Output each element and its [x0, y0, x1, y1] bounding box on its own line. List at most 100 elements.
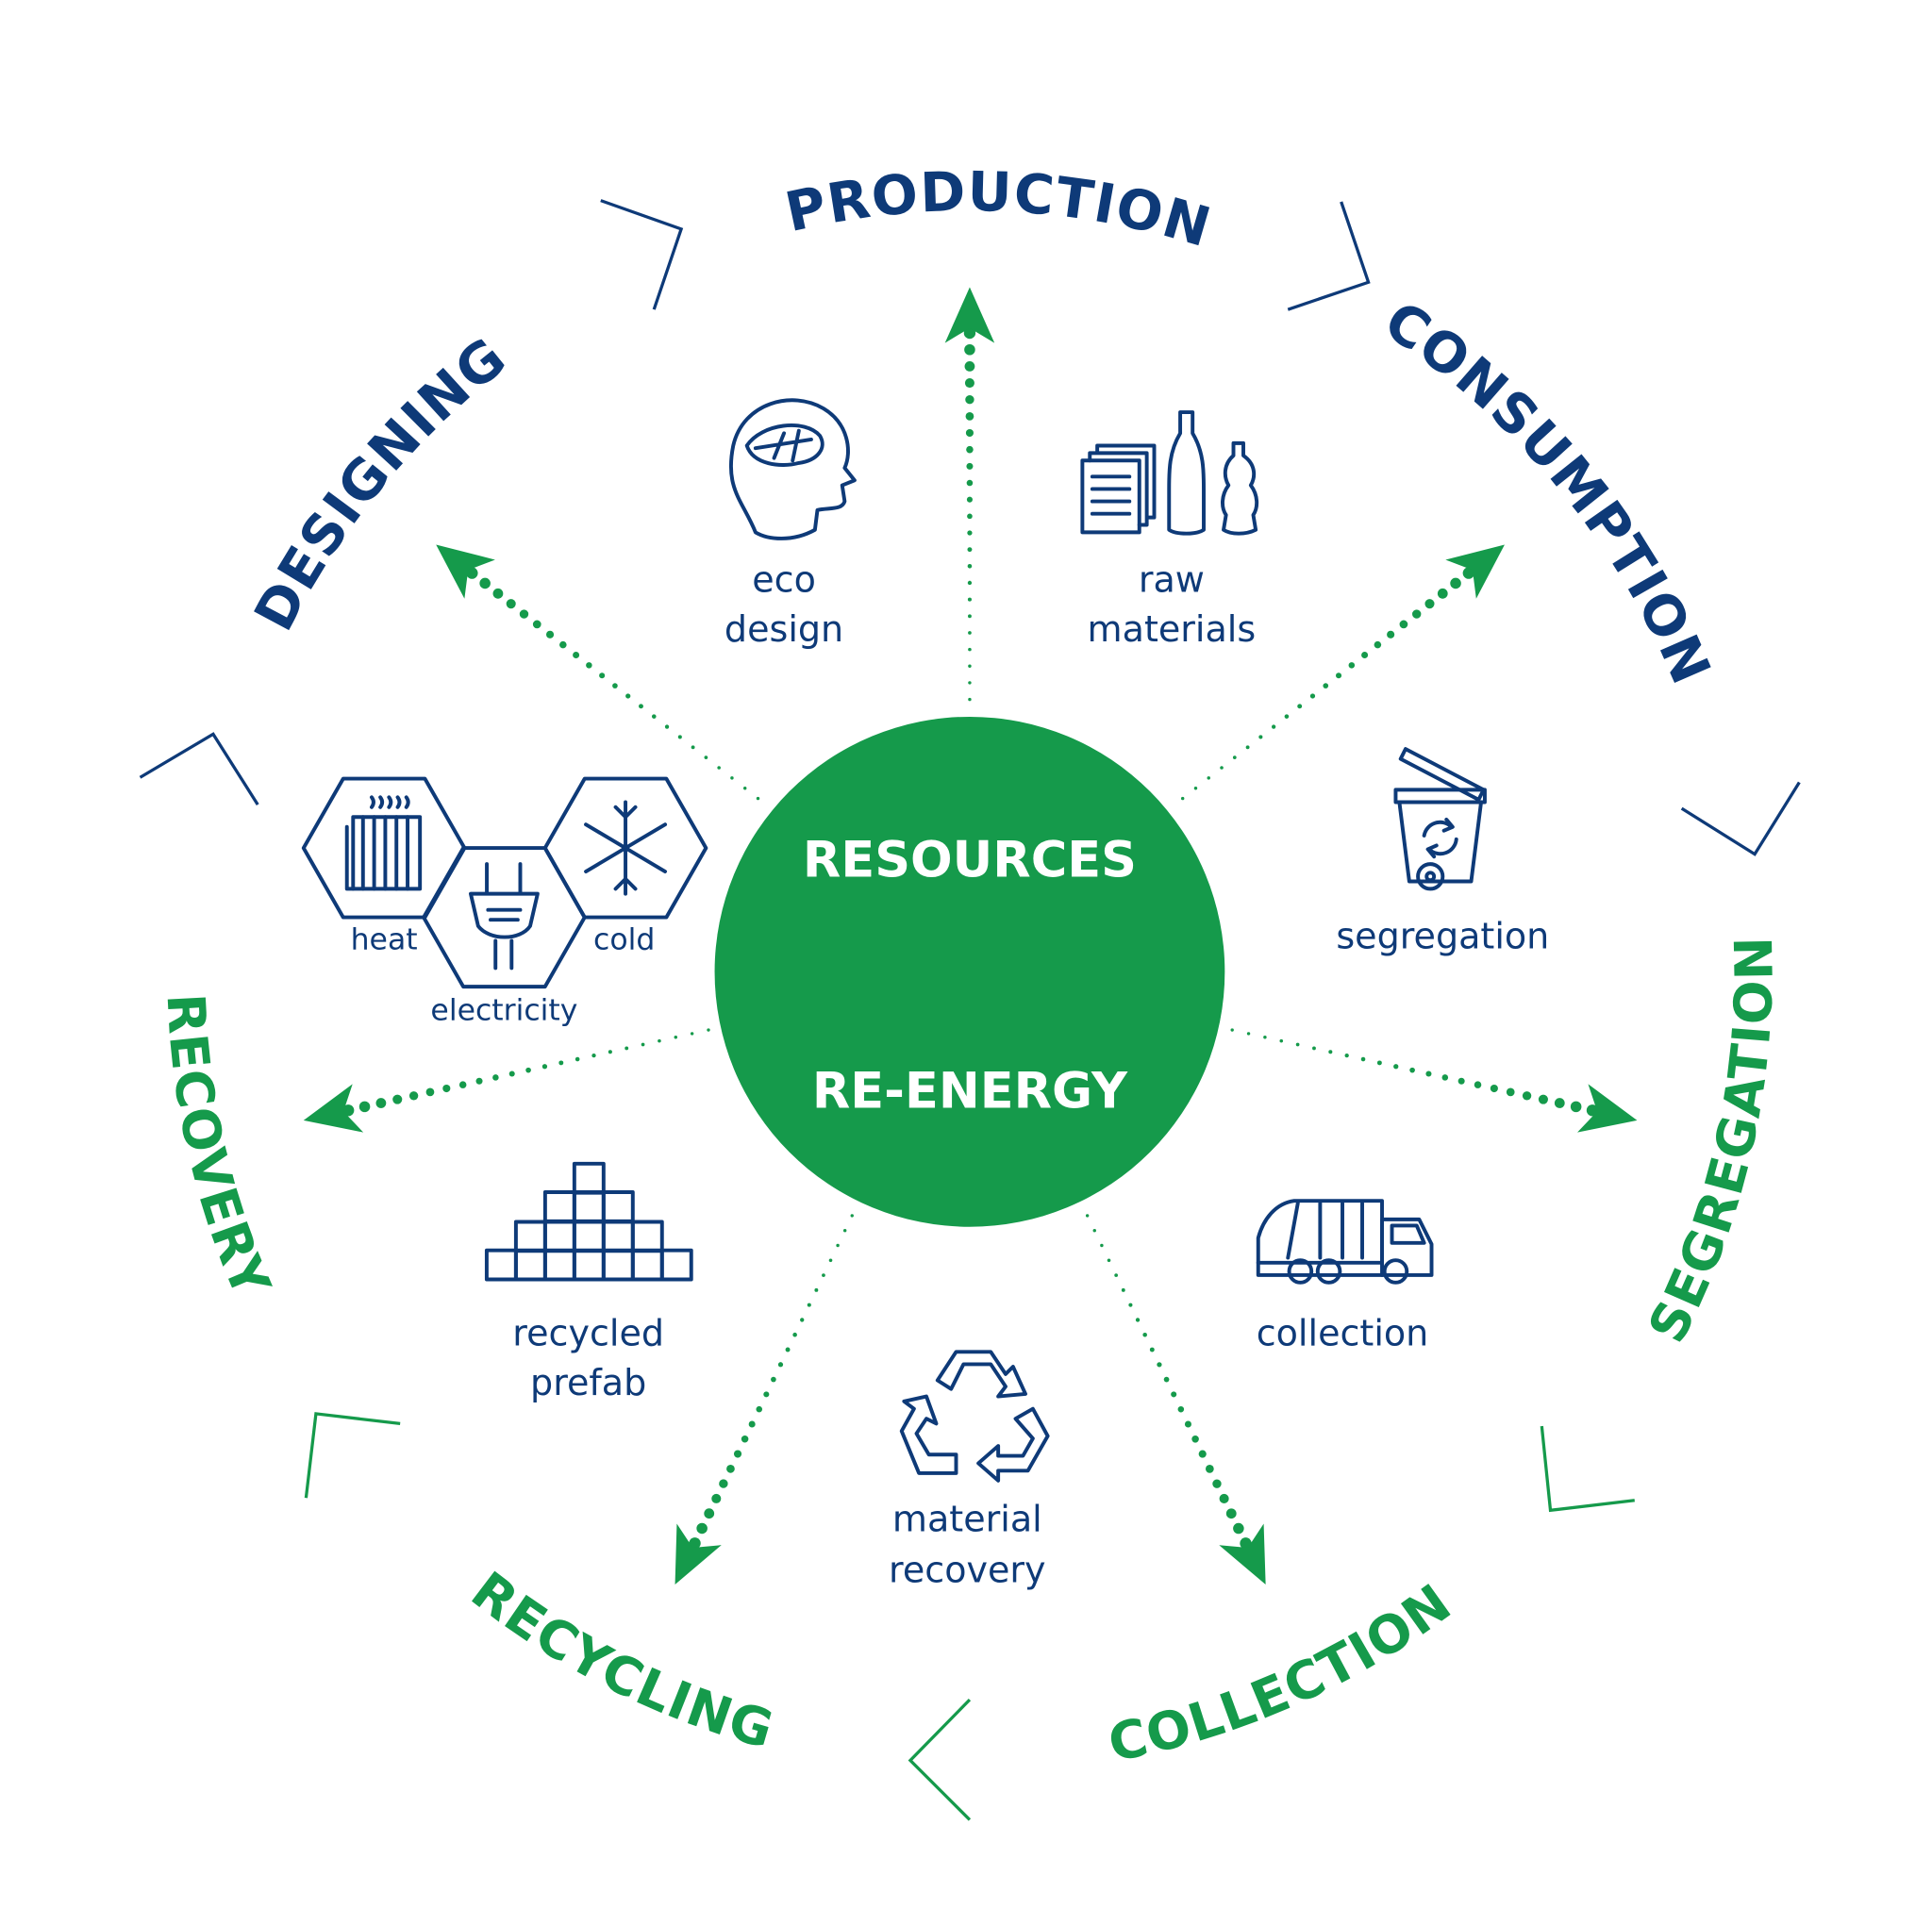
arrow-dot [573, 651, 580, 659]
arrow-dot [964, 343, 975, 356]
head-leaf-icon [728, 398, 857, 540]
arrow-dot [1387, 630, 1395, 639]
stage-segregation: SEGREGATION [1637, 935, 1785, 1352]
arrow-dot [1425, 1070, 1432, 1077]
electricity-hexagon [422, 846, 587, 989]
arrow-dot [1240, 1537, 1252, 1550]
arrow-dot [850, 1214, 854, 1218]
arrow-dot [1232, 755, 1237, 759]
arrow-dot [559, 640, 567, 649]
stage-recycling: RECYCLING [460, 1560, 781, 1760]
arrow-dot [466, 567, 478, 579]
arrow-dot [966, 445, 974, 454]
arrow-dot [525, 1067, 531, 1073]
arrow-dot [1142, 1332, 1147, 1337]
arrow-dot [1225, 1508, 1237, 1519]
segregation-label: segregation [1336, 915, 1549, 956]
arrow-dot [1399, 620, 1408, 629]
arrow-dot [1163, 1376, 1170, 1383]
arrow-dot [1538, 1094, 1548, 1104]
arrow-dot [1184, 1420, 1191, 1428]
block [601, 1190, 635, 1223]
arrow-dot [1409, 1067, 1415, 1073]
arrow-dot [677, 735, 682, 739]
arrow-dot [690, 1032, 694, 1036]
block [659, 1248, 693, 1282]
block [630, 1248, 664, 1282]
arrow-dot [966, 496, 973, 503]
block [601, 1220, 635, 1253]
arrow-dot [1246, 1032, 1251, 1036]
arrow-dot [707, 1028, 710, 1032]
bracket-bottom-right [1540, 1425, 1635, 1513]
arrow-dot [342, 1104, 355, 1117]
arrow-dot [1220, 766, 1224, 770]
arrow-dot [1128, 1303, 1133, 1307]
material-recovery-label-1: material [892, 1499, 1042, 1540]
eco-design-label-2: design [724, 608, 843, 650]
arrow-dot [1191, 1435, 1199, 1443]
arrow-dot [1193, 787, 1198, 790]
arrow-dot [966, 462, 974, 470]
arrow-dot [1171, 1391, 1177, 1398]
collection-label: collection [1257, 1313, 1429, 1354]
arrow-dot [1474, 1081, 1482, 1088]
arrow-dot [1554, 1098, 1565, 1108]
arrowhead-recycling [675, 1523, 722, 1585]
bracket-bottom-left [304, 1412, 401, 1499]
arrow-dot [1323, 683, 1329, 689]
arrow-dot [508, 1070, 515, 1077]
arrow-dot [967, 547, 973, 553]
arrow-dot [475, 1077, 483, 1085]
arrow-dot [1085, 1214, 1090, 1218]
arrow-dot [1506, 1087, 1515, 1097]
block [572, 1248, 606, 1282]
arrow-dot [1100, 1243, 1104, 1248]
arrow-dot [1522, 1091, 1532, 1101]
arrow-dot [763, 1391, 770, 1398]
stage-collection: COLLECTION [1104, 1572, 1463, 1774]
arrowhead-production [944, 287, 995, 343]
arrow-dot [828, 1258, 833, 1263]
block-stack-icon [484, 1161, 693, 1282]
center-re-energy-label: RE-ENERGY [812, 1063, 1128, 1120]
arrow-dot [1135, 1318, 1141, 1322]
arrow-dot [1245, 745, 1250, 750]
arrow-dot [1297, 704, 1303, 709]
arrow-dot [963, 326, 976, 340]
arrow-dot [458, 1081, 467, 1088]
heat-hexagon [301, 776, 467, 920]
recycled-prefab-label-1: recycled [512, 1313, 664, 1354]
arrow-dot [1177, 1405, 1185, 1413]
arrow-dot [785, 1347, 791, 1352]
arrow-dot [968, 664, 972, 669]
arrow-dot [1412, 609, 1422, 619]
arrow-dot [967, 513, 973, 520]
arrow-dot [726, 1464, 735, 1473]
arrow-dot [704, 755, 708, 759]
arrow-dot [1344, 1053, 1349, 1058]
arrow-dot [742, 787, 747, 790]
raw-materials-label-2: materials [1088, 608, 1257, 650]
block [572, 1161, 606, 1195]
raw-materials-label-1: raw [1139, 558, 1205, 600]
block [572, 1220, 606, 1253]
arrow-dot [1258, 735, 1263, 739]
arrow-dot [748, 1420, 756, 1428]
arrow-dot [968, 681, 972, 685]
recycled-prefab-label-2: prefab [530, 1362, 646, 1403]
arrow-dot [965, 412, 974, 421]
arrow-dot [842, 1228, 847, 1233]
arrowhead-recovery [303, 1084, 364, 1133]
stage-designing: DESIGNING [242, 324, 519, 640]
cold-label: cold [593, 923, 655, 957]
arrow-dot [965, 428, 974, 438]
arrow-dot [968, 647, 972, 652]
arrow-dot [1424, 599, 1435, 609]
block [542, 1220, 576, 1253]
arrow-dot [612, 683, 618, 689]
arrow-dot [479, 577, 491, 589]
arrow-dot [771, 1376, 776, 1383]
arrow-dot [1180, 796, 1185, 801]
arrow-dot [541, 1064, 548, 1070]
